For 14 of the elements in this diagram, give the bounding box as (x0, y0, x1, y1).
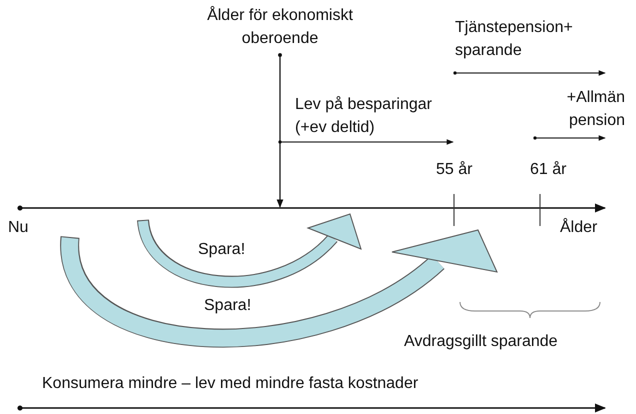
annotation-text: Tjänstepension+ sparande (455, 18, 574, 61)
annotation-text: 61 år (530, 160, 566, 180)
annotation-text: Ålder för ekonomiskt oberoende (206, 5, 354, 49)
annotation-text: Konsumera mindre – lev med mindre fasta kostnader (42, 374, 418, 394)
annotation-text: 55 år (436, 160, 472, 180)
annotation-text: +Allmän pension (566, 88, 625, 131)
annotation-text: Ålder (560, 217, 598, 238)
timeline-axis (17, 204, 606, 212)
annotation-text: Lev på besparingar (+ev deltid) (295, 95, 433, 138)
annotation-text: Nu (8, 218, 28, 238)
annotation-text: Avdragsgillt sparande (404, 332, 558, 352)
leader-line (276, 53, 284, 208)
annotation-text: Spara! (204, 296, 252, 316)
annotation-text: Spara! (198, 240, 246, 260)
